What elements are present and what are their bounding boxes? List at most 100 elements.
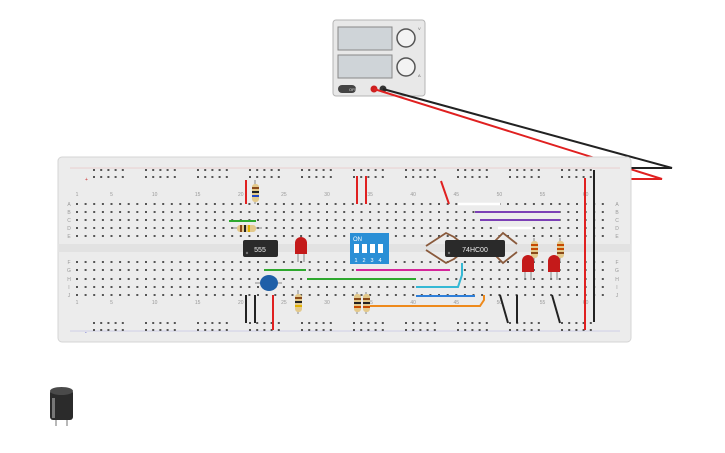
breadboard-hole[interactable]: [351, 203, 354, 205]
breadboard-hole[interactable]: [162, 261, 165, 263]
breadboard-hole[interactable]: [343, 219, 346, 221]
breadboard-hole[interactable]: [196, 294, 199, 296]
breadboard-hole[interactable]: [179, 294, 182, 296]
breadboard-hole[interactable]: [231, 261, 234, 263]
breadboard-hole[interactable]: [601, 211, 604, 213]
wire-red[interactable]: [440, 180, 450, 205]
breadboard-hole[interactable]: [256, 322, 259, 324]
breadboard-hole[interactable]: [429, 235, 432, 237]
breadboard-hole[interactable]: [343, 269, 346, 271]
breadboard-hole[interactable]: [257, 203, 259, 205]
breadboard-hole[interactable]: [386, 203, 389, 205]
breadboard-hole[interactable]: [119, 203, 122, 205]
breadboard-hole[interactable]: [524, 294, 527, 296]
breadboard-hole[interactable]: [173, 176, 176, 178]
breadboard-hole[interactable]: [433, 169, 436, 171]
wire-orange[interactable]: [366, 295, 485, 307]
breadboard-hole[interactable]: [274, 261, 277, 263]
breadboard-hole[interactable]: [369, 294, 372, 296]
breadboard-hole[interactable]: [374, 329, 377, 331]
breadboard-hole[interactable]: [455, 211, 458, 213]
breadboard-hole[interactable]: [438, 219, 440, 221]
breadboard-hole[interactable]: [541, 261, 544, 263]
breadboard-hole[interactable]: [300, 211, 303, 213]
breadboard-hole[interactable]: [308, 286, 311, 288]
breadboard-hole[interactable]: [471, 169, 474, 171]
breadboard-hole[interactable]: [84, 294, 87, 296]
breadboard-hole[interactable]: [507, 286, 509, 288]
breadboard-hole[interactable]: [515, 278, 518, 280]
breadboard-hole[interactable]: [516, 329, 519, 331]
breadboard-hole[interactable]: [381, 329, 384, 331]
breadboard-hole[interactable]: [317, 219, 320, 221]
breadboard-hole[interactable]: [394, 219, 397, 221]
breadboard-hole[interactable]: [239, 286, 242, 288]
breadboard-hole[interactable]: [523, 322, 526, 324]
breadboard-hole[interactable]: [367, 176, 370, 178]
breadboard-hole[interactable]: [231, 278, 234, 280]
breadboard-hole[interactable]: [308, 261, 311, 263]
resistor[interactable]: [252, 180, 259, 204]
breadboard-hole[interactable]: [576, 294, 578, 296]
breadboard-hole[interactable]: [101, 219, 104, 221]
breadboard-hole[interactable]: [308, 269, 311, 271]
breadboard-hole[interactable]: [188, 211, 191, 213]
breadboard-hole[interactable]: [100, 329, 103, 331]
breadboard-hole[interactable]: [308, 294, 311, 296]
breadboard-hole[interactable]: [308, 322, 311, 324]
breadboard-hole[interactable]: [162, 227, 165, 229]
breadboard-hole[interactable]: [429, 219, 432, 221]
breadboard-hole[interactable]: [249, 176, 251, 178]
breadboard-hole[interactable]: [188, 227, 191, 229]
breadboard-hole[interactable]: [211, 169, 214, 171]
resistor[interactable]: [557, 238, 564, 262]
breadboard-hole[interactable]: [114, 169, 117, 171]
breadboard-hole[interactable]: [523, 169, 526, 171]
breadboard-hole[interactable]: [239, 203, 242, 205]
breadboard-hole[interactable]: [300, 219, 303, 221]
dip-toggle[interactable]: [354, 244, 359, 253]
breadboard-hole[interactable]: [274, 203, 277, 205]
breadboard-hole[interactable]: [222, 203, 225, 205]
breadboard-hole[interactable]: [231, 286, 234, 288]
breadboard-hole[interactable]: [567, 269, 570, 271]
breadboard-hole[interactable]: [412, 329, 415, 331]
breadboard-hole[interactable]: [326, 286, 328, 288]
breadboard-hole[interactable]: [507, 269, 509, 271]
breadboard-hole[interactable]: [386, 286, 389, 288]
current-knob[interactable]: [396, 57, 416, 77]
breadboard-hole[interactable]: [188, 269, 191, 271]
breadboard-hole[interactable]: [567, 286, 570, 288]
breadboard-hole[interactable]: [114, 176, 117, 178]
breadboard-hole[interactable]: [412, 261, 415, 263]
breadboard-hole[interactable]: [119, 227, 122, 229]
breadboard-hole[interactable]: [301, 322, 303, 324]
breadboard-hole[interactable]: [481, 269, 484, 271]
breadboard-hole[interactable]: [558, 278, 561, 280]
breadboard-hole[interactable]: [277, 176, 280, 178]
breadboard-hole[interactable]: [145, 211, 147, 213]
breadboard-hole[interactable]: [374, 322, 377, 324]
breadboard-hole[interactable]: [394, 227, 397, 229]
breadboard-hole[interactable]: [127, 261, 130, 263]
breadboard-hole[interactable]: [463, 278, 466, 280]
breadboard-hole[interactable]: [326, 211, 328, 213]
breadboard-hole[interactable]: [472, 278, 475, 280]
breadboard-hole[interactable]: [489, 294, 492, 296]
breadboard-hole[interactable]: [274, 294, 277, 296]
breadboard-hole[interactable]: [537, 322, 540, 324]
breadboard-hole[interactable]: [204, 176, 207, 178]
breadboard-hole[interactable]: [145, 329, 147, 331]
breadboard-hole[interactable]: [472, 235, 475, 237]
breadboard-hole[interactable]: [153, 219, 156, 221]
breadboard-hole[interactable]: [153, 211, 156, 213]
breadboard-hole[interactable]: [353, 322, 355, 324]
breadboard-hole[interactable]: [394, 211, 397, 213]
breadboard-hole[interactable]: [196, 203, 199, 205]
breadboard-hole[interactable]: [481, 261, 484, 263]
breadboard-hole[interactable]: [541, 269, 544, 271]
breadboard-hole[interactable]: [222, 235, 225, 237]
breadboard-hole[interactable]: [222, 278, 225, 280]
breadboard-hole[interactable]: [162, 269, 165, 271]
